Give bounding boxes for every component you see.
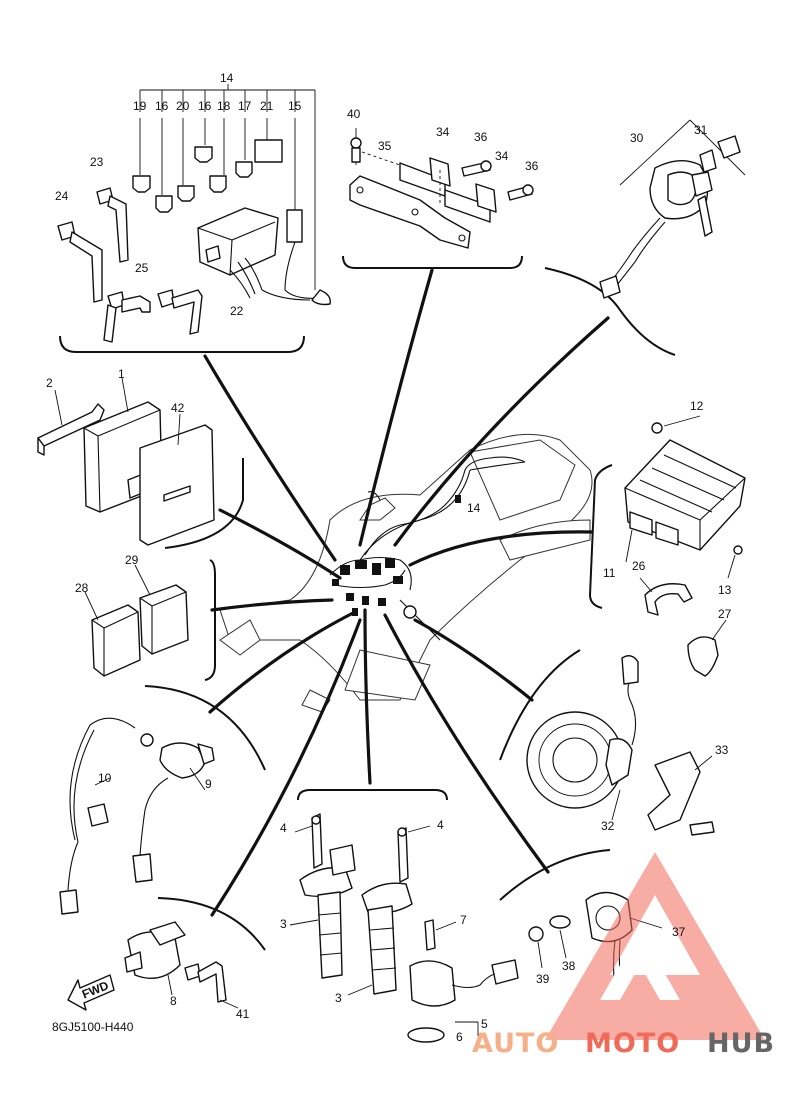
callout-12: 12	[690, 399, 704, 413]
rectifier-group	[624, 415, 746, 677]
motorcycle-frame	[219, 433, 593, 713]
callout-18: 18	[217, 99, 231, 113]
relay-fuse-group	[57, 84, 331, 343]
callout-30: 30	[630, 131, 644, 145]
callout-1: 1	[118, 367, 125, 381]
callout-16-b: 16	[198, 99, 212, 113]
callout-23: 23	[90, 155, 104, 169]
relay-bracket-group	[349, 128, 534, 249]
callout-31: 31	[694, 123, 708, 137]
callout-37: 37	[672, 925, 686, 939]
callout-29: 29	[125, 553, 139, 567]
callout-39: 39	[536, 972, 550, 986]
callout-10: 10	[98, 771, 112, 785]
callout-3-upper: 3	[280, 917, 287, 931]
callout-33: 33	[715, 743, 729, 757]
pickup-coil-group	[526, 655, 715, 836]
callout-9: 9	[205, 777, 212, 791]
callout-32: 32	[601, 819, 615, 833]
pressure-switch-group	[124, 921, 239, 1009]
ignition-coil-group	[289, 813, 519, 1043]
callout-13: 13	[718, 583, 732, 597]
watermark-moto: MOTO	[585, 1028, 680, 1059]
callout-40: 40	[347, 107, 361, 121]
callout-4-right: 4	[437, 818, 444, 832]
callout-3-lower: 3	[335, 991, 342, 1005]
callout-labels: 14 19 16 20 16 18 17 21 15 23 24 25 22 4…	[46, 71, 732, 1044]
ecu-group	[37, 377, 215, 546]
callout-42: 42	[171, 401, 185, 415]
callout-5: 5	[481, 1017, 488, 1031]
main-switch-group	[599, 119, 746, 299]
callout-25: 25	[135, 261, 149, 275]
callout-41: 41	[236, 1007, 250, 1021]
fwd-arrow	[67, 974, 115, 1011]
callout-7: 7	[460, 913, 467, 927]
relays-group	[84, 564, 189, 677]
callout-14-center: 14	[467, 501, 481, 515]
diagram-code: 8GJ5100-H440	[52, 1020, 134, 1034]
callout-34-b: 34	[495, 149, 509, 163]
callout-4-left: 4	[280, 821, 287, 835]
sensor-lead-group	[59, 717, 215, 915]
watermark-auto: AUTO	[472, 1028, 559, 1059]
callout-14-top: 14	[220, 71, 234, 85]
callout-16-a: 16	[155, 99, 169, 113]
callout-21: 21	[260, 99, 274, 113]
callout-28: 28	[75, 581, 89, 595]
callout-26: 26	[632, 559, 646, 573]
callout-17: 17	[238, 99, 252, 113]
callout-6: 6	[456, 1030, 463, 1044]
callout-22: 22	[230, 304, 244, 318]
callout-34-a: 34	[436, 125, 450, 139]
watermark-hub: HUB	[707, 1028, 775, 1059]
callout-36-a: 36	[474, 130, 488, 144]
callout-2: 2	[46, 376, 53, 390]
callout-38: 38	[562, 959, 576, 973]
callout-15: 15	[288, 99, 302, 113]
automotohub-watermark: AUTO MOTO HUB	[472, 852, 775, 1059]
callout-8: 8	[170, 994, 177, 1008]
callout-24: 24	[55, 189, 69, 203]
callout-35: 35	[378, 139, 392, 153]
callout-11: 11	[603, 566, 616, 580]
group-brackets	[59, 255, 676, 951]
callout-36-b: 36	[525, 159, 539, 173]
callout-20: 20	[176, 99, 190, 113]
callout-27: 27	[718, 607, 732, 621]
callout-19: 19	[133, 99, 147, 113]
